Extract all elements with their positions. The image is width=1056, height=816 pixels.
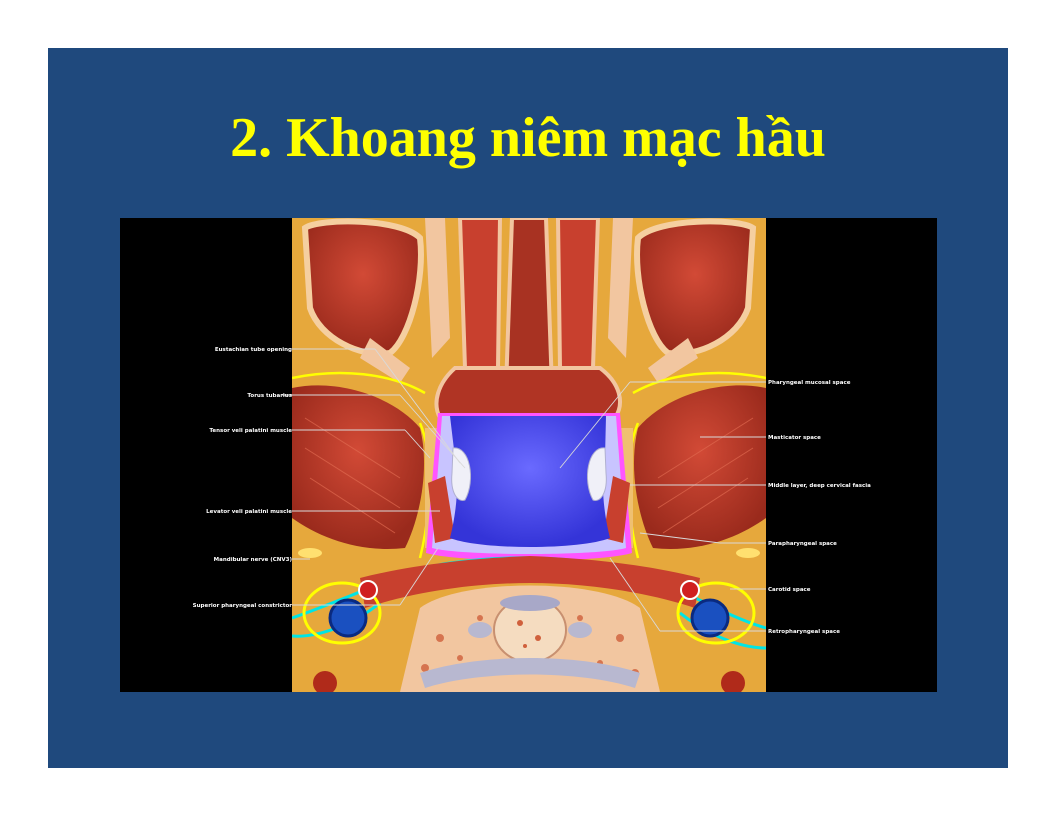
label-masticator-space: Masticator space (768, 435, 821, 441)
slide-title: 2. Khoang niêm mạc hầu (230, 107, 826, 169)
anatomy-figure: Eustachian tube opening Torus tubarius T… (120, 218, 937, 692)
label-retropharyngeal-space: Retropharyngeal space (768, 629, 840, 635)
label-mandibular-nerve: Mandibular nerve (CNV3) (214, 557, 293, 563)
label-superior-pharyngeal-constrictor: Superior pharyngeal constrictor (193, 603, 293, 609)
label-eustachian-tube-opening: Eustachian tube opening (215, 347, 292, 353)
label-torus-tubarius: Torus tubarius (247, 393, 292, 399)
label-pharyngeal-mucosal-space: Pharyngeal mucosal space (768, 380, 851, 386)
pharyngeal-anatomy-illustration: Eustachian tube opening Torus tubarius T… (193, 218, 871, 692)
label-carotid-space: Carotid space (768, 587, 811, 593)
label-levator-veli-palatini: Levator veli palatini muscle (206, 509, 292, 515)
label-tensor-veli-palatini: Tensor veli palatini muscle (209, 428, 292, 434)
label-parapharyngeal-space: Parapharyngeal space (768, 541, 837, 547)
label-middle-layer-deep-cervical-fascia: Middle layer, deep cervical fascia (768, 483, 871, 489)
slide: 2. Khoang niêm mạc hầu (48, 48, 1008, 768)
leader-lines (282, 348, 766, 632)
